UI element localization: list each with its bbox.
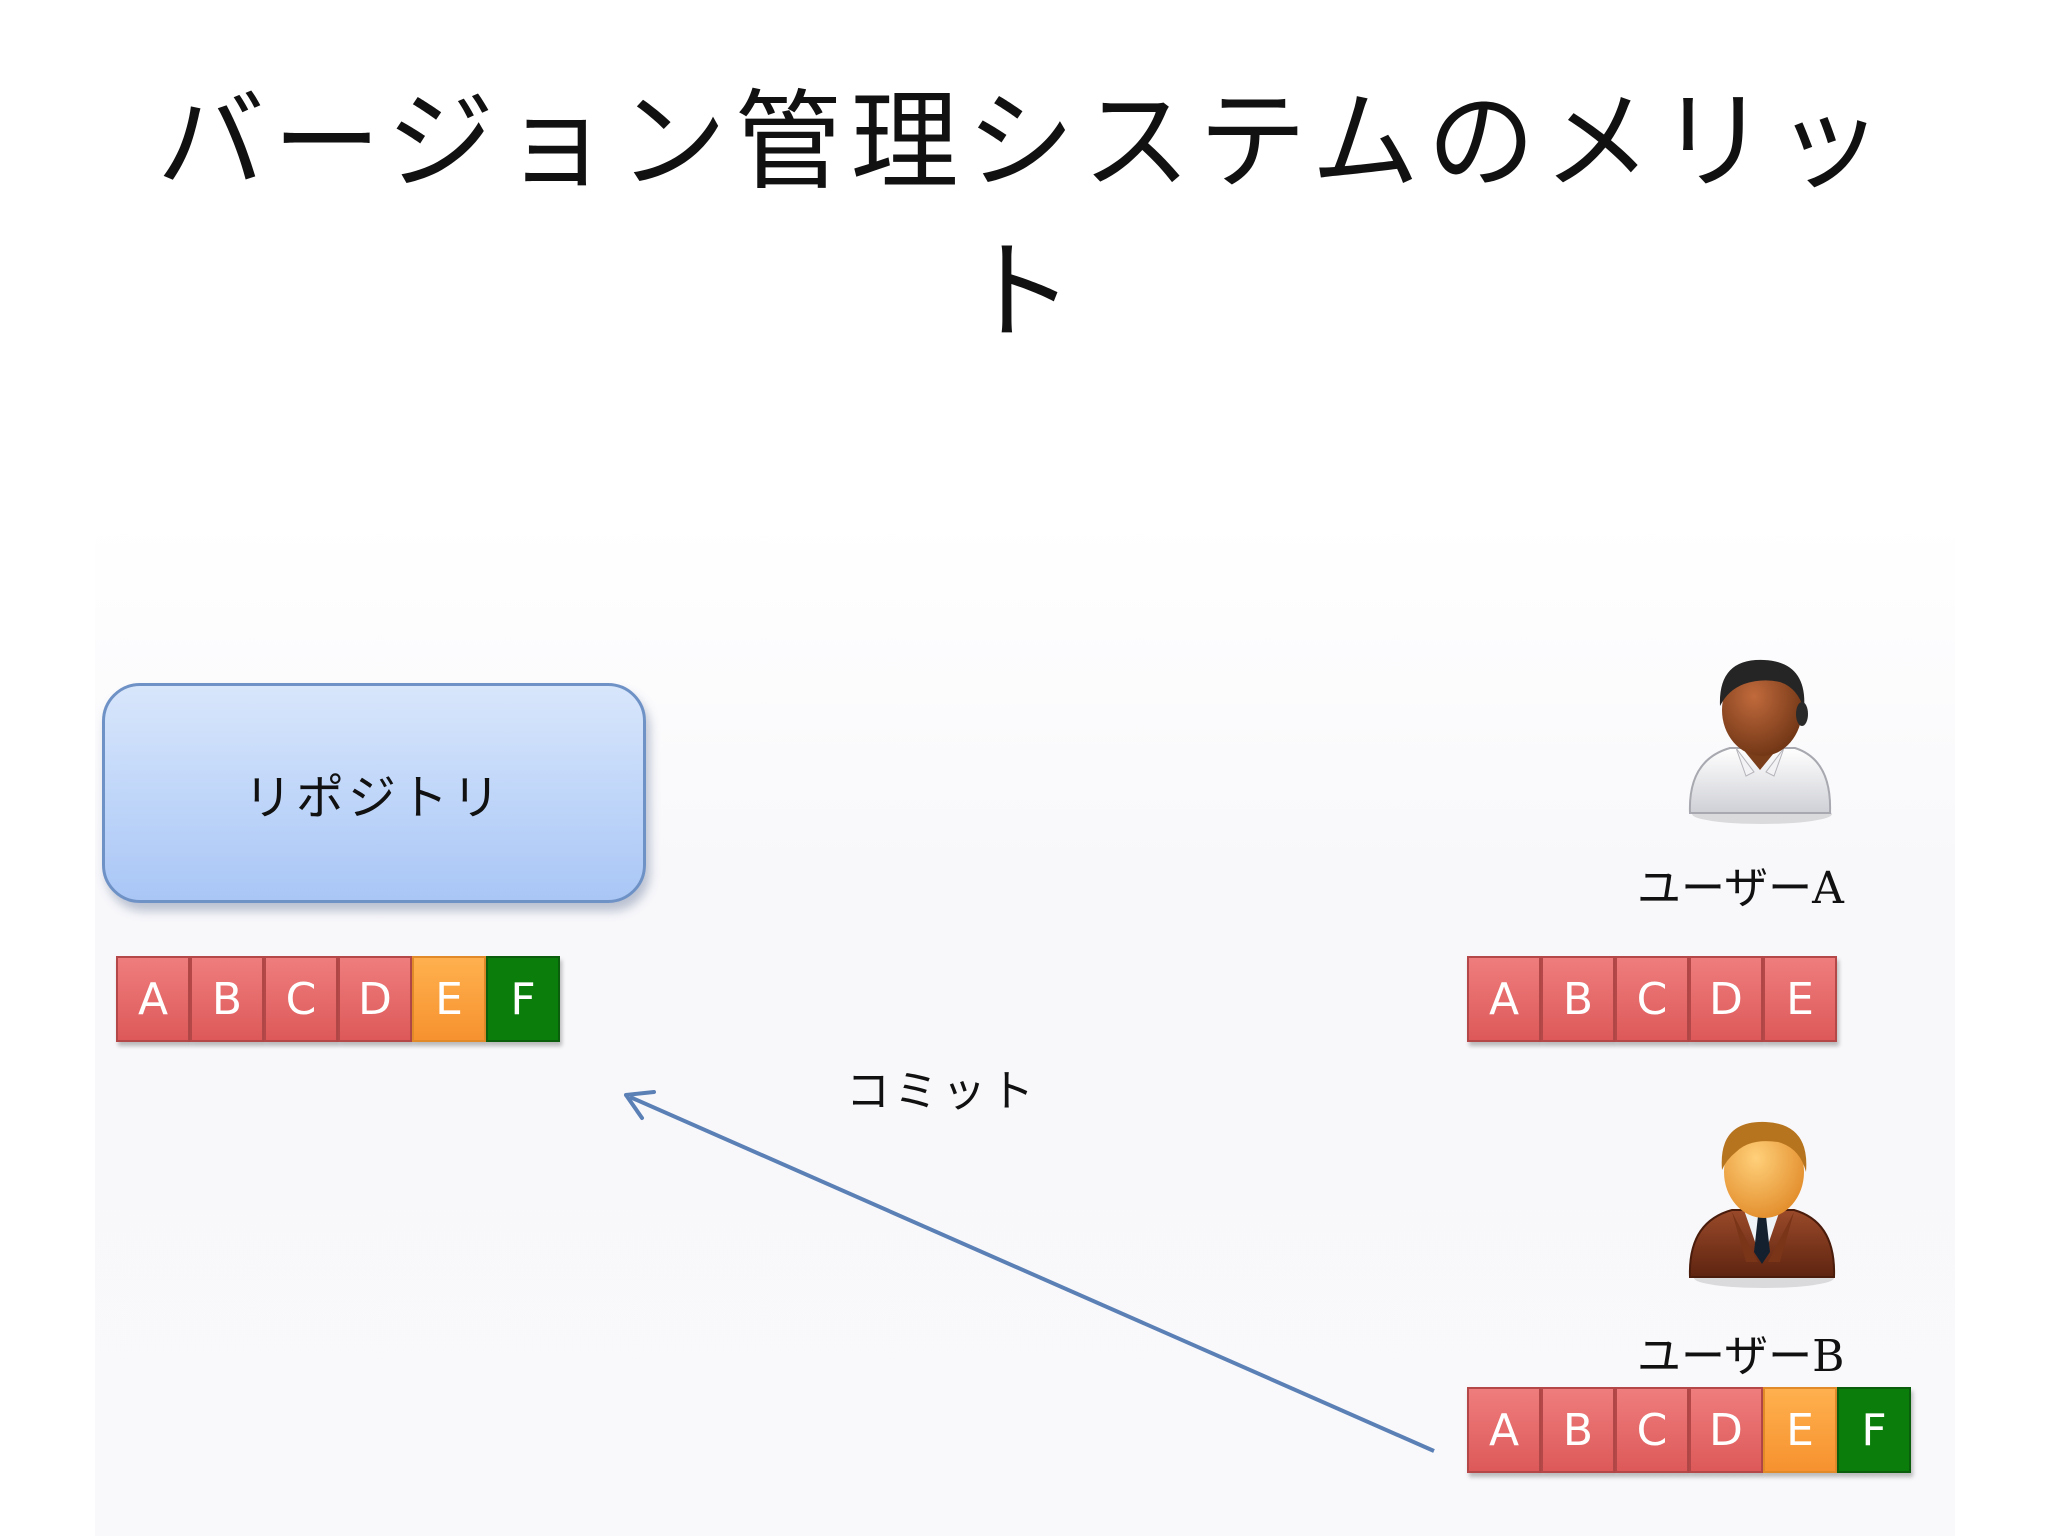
commit-label: コミット (846, 1066, 1038, 1117)
user-b-label: ユーザーB (1637, 1331, 1845, 1382)
version-block: B (1541, 956, 1615, 1042)
user-a-label: ユーザーA (1637, 863, 1844, 914)
version-block: A (1467, 1387, 1541, 1473)
user-a-versions: A B C D E (1467, 956, 1837, 1042)
version-block: A (116, 956, 190, 1042)
repository-versions: A B C D E F (116, 956, 560, 1042)
version-block: E (1763, 956, 1837, 1042)
version-block: B (1541, 1387, 1615, 1473)
version-block: C (1615, 1387, 1689, 1473)
version-block: D (338, 956, 412, 1042)
version-block: F (486, 956, 560, 1042)
businessman-icon (1670, 1112, 1850, 1292)
version-block: D (1689, 1387, 1763, 1473)
user-b-versions: A B C D E F (1467, 1387, 1911, 1473)
repository-box: リポジトリ (102, 683, 646, 903)
slide-title: バージョン管理システムのメリット (156, 80, 1892, 355)
version-block: D (1689, 956, 1763, 1042)
repository-label: リポジトリ (243, 770, 504, 826)
version-block: C (264, 956, 338, 1042)
version-block: A (1467, 956, 1541, 1042)
person-icon (1670, 648, 1850, 828)
version-block: E (1763, 1387, 1837, 1473)
version-block: B (190, 956, 264, 1042)
version-block: E (412, 956, 486, 1042)
version-block: F (1837, 1387, 1911, 1473)
version-block: C (1615, 956, 1689, 1042)
